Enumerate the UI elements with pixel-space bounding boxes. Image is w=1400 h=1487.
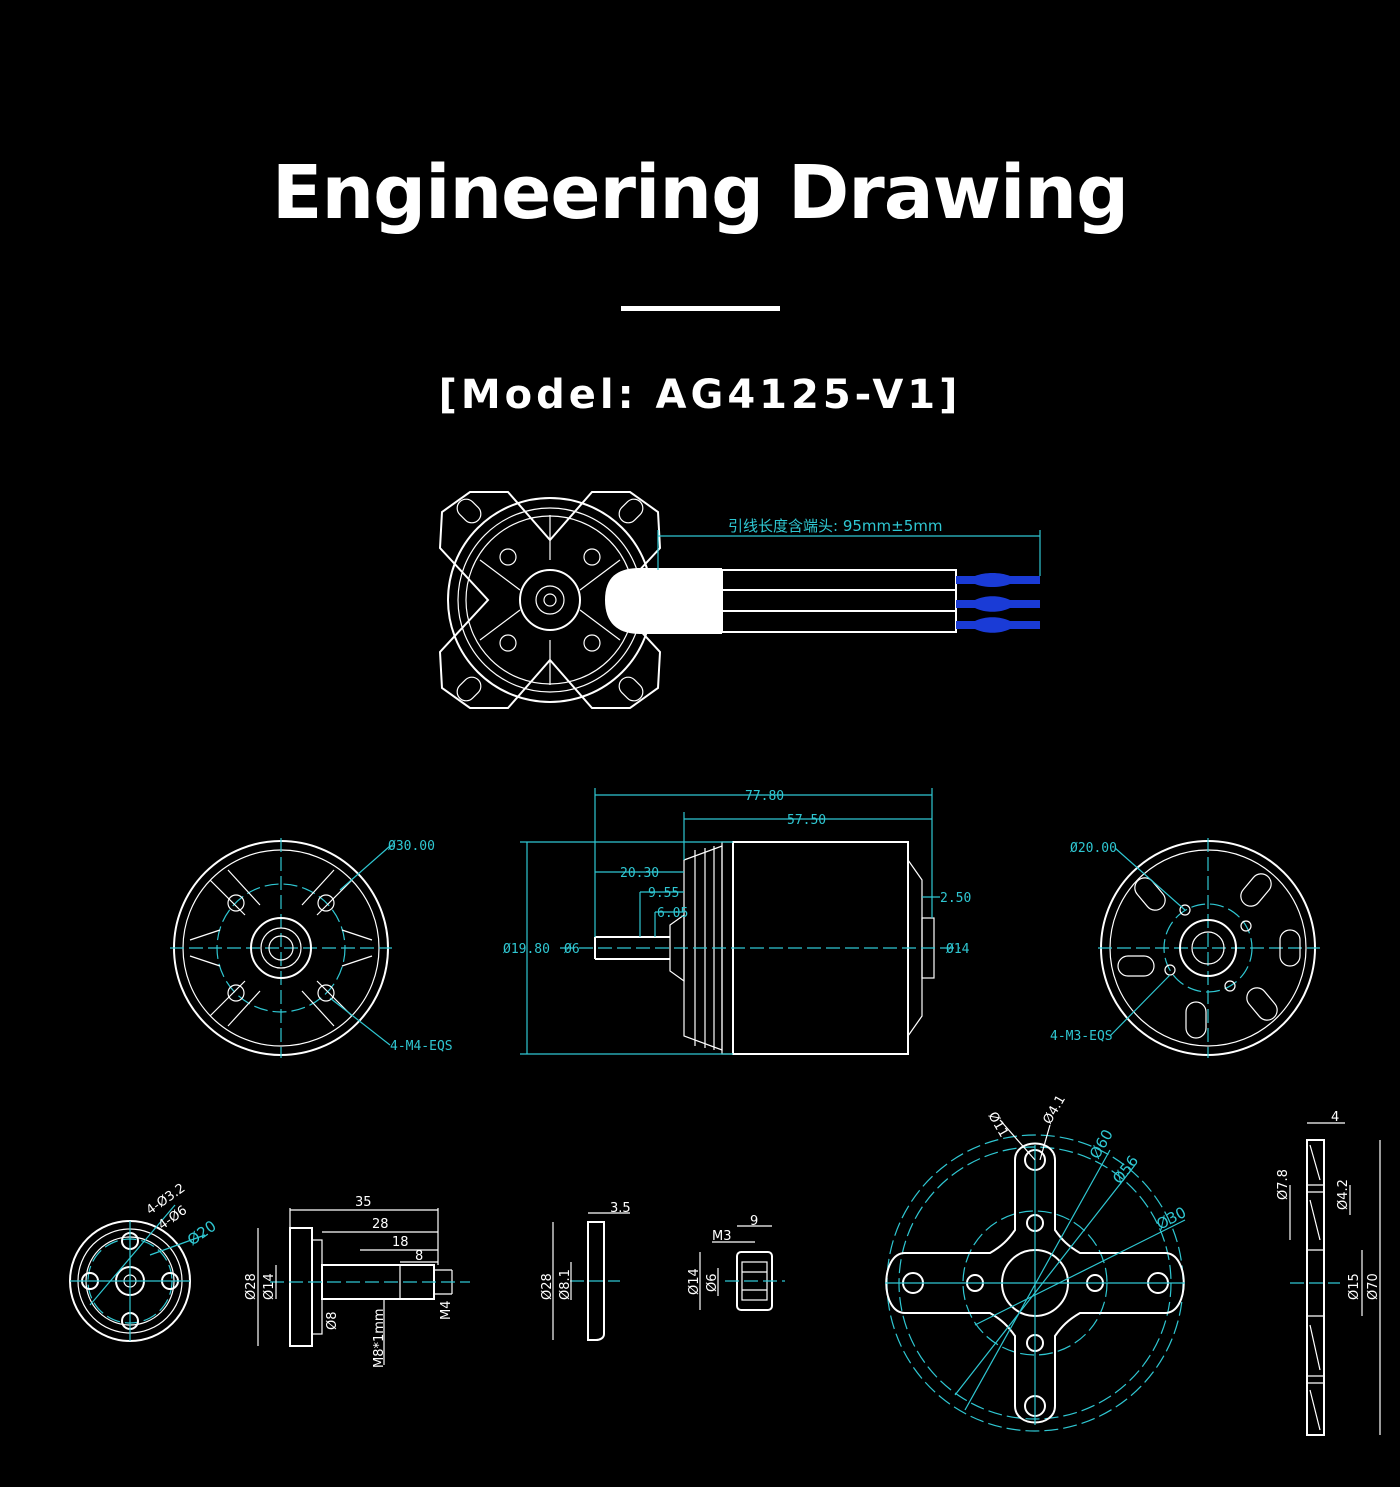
- adapter-m4: M4: [439, 1301, 454, 1321]
- mount-thickness: 4: [1331, 1110, 1339, 1125]
- adapter-len-18: 18: [392, 1235, 409, 1250]
- prop-adapter-side: 35 28 18 8 Ø28 Ø14 Ø8 M8*1mm M4: [244, 1195, 470, 1368]
- lead-terminal-2: [956, 596, 1040, 612]
- collet-len: 9: [750, 1214, 758, 1229]
- collet-dia-14: Ø14: [687, 1268, 702, 1295]
- washer-dia-28: Ø28: [540, 1273, 555, 1300]
- top-view-motor: 引线长度含端头: 95mm±5mm: [438, 491, 1041, 709]
- mount-d78: Ø7.8: [1276, 1169, 1291, 1200]
- title-divider: [621, 306, 780, 311]
- adapter-dia-28: Ø28: [244, 1273, 259, 1300]
- collet: 9 M3 Ø14 Ø6: [687, 1214, 785, 1311]
- rear-screw-label: 4-M3-EQS: [1050, 1029, 1113, 1044]
- dim-605: 6.05: [657, 906, 688, 921]
- mount-d30: Ø30: [1153, 1203, 1189, 1233]
- x-mount-front: Ø11 Ø4.1 Ø60 Ø56 Ø30: [885, 1093, 1189, 1432]
- dim-shaft-dia: Ø6: [564, 942, 580, 957]
- collet-m3: M3: [712, 1229, 732, 1244]
- mount-d42: Ø4.2: [1336, 1179, 1351, 1210]
- front-view: Ø30.00 4-M4-EQS: [170, 838, 453, 1058]
- dim-body-dia: Ø19.80: [503, 942, 550, 957]
- x-mount-side: 4 Ø7.8 Ø4.2 Ø15 Ø70: [1276, 1110, 1381, 1436]
- adapter-len-28: 28: [372, 1217, 389, 1232]
- mount-d70: Ø70: [1366, 1273, 1381, 1300]
- model-label: [Model: AG4125-V1]: [438, 372, 962, 418]
- front-dia-label: Ø30.00: [388, 839, 435, 854]
- rear-view: Ø20.00 4-M3-EQS: [1050, 838, 1320, 1058]
- washer-thickness: 3.5: [610, 1201, 631, 1216]
- adapter-dia-8: Ø8: [325, 1311, 340, 1330]
- collet-dia-6: Ø6: [705, 1273, 720, 1292]
- page-title: Engineering Drawing: [271, 150, 1129, 236]
- dim-shaft-offset: 20.30: [620, 866, 659, 881]
- adapter-thread: M8*1mm: [372, 1308, 387, 1368]
- dim-overall-length: 77.80: [745, 789, 784, 804]
- lead-length-label: 引线长度含端头: 95mm±5mm: [728, 517, 942, 535]
- dim-body-length: 57.50: [787, 813, 826, 828]
- washer-dia-81: Ø8.1: [558, 1269, 573, 1300]
- adapter-dia-14: Ø14: [262, 1273, 277, 1300]
- lead-terminal-1: [956, 573, 1040, 587]
- lead-terminal-3: [956, 617, 1040, 633]
- adapter-pcd: Ø20: [184, 1217, 220, 1249]
- front-screw-label: 4-M4-EQS: [390, 1039, 453, 1054]
- dim-250: 2.50: [940, 891, 971, 906]
- adapter-len-35: 35: [355, 1195, 372, 1210]
- mount-d41: Ø4.1: [1040, 1093, 1068, 1127]
- adapter-len-8: 8: [415, 1249, 423, 1264]
- dim-rear-dia: Ø14: [946, 942, 970, 957]
- rear-dia-label: Ø20.00: [1070, 841, 1117, 856]
- washer: 3.5 Ø28 Ø8.1: [540, 1201, 631, 1341]
- dim-955: 9.55: [648, 886, 679, 901]
- mount-d15: Ø15: [1347, 1273, 1362, 1300]
- mount-d60: Ø60: [1086, 1126, 1117, 1162]
- side-view: 77.80 57.50 20.30 9.55 6.05 2.50 Ø19.80 …: [503, 788, 971, 1055]
- mount-d11: Ø11: [985, 1110, 1011, 1141]
- prop-adapter-face: 4-Ø3.2 4-Ø6 Ø20: [69, 1181, 220, 1342]
